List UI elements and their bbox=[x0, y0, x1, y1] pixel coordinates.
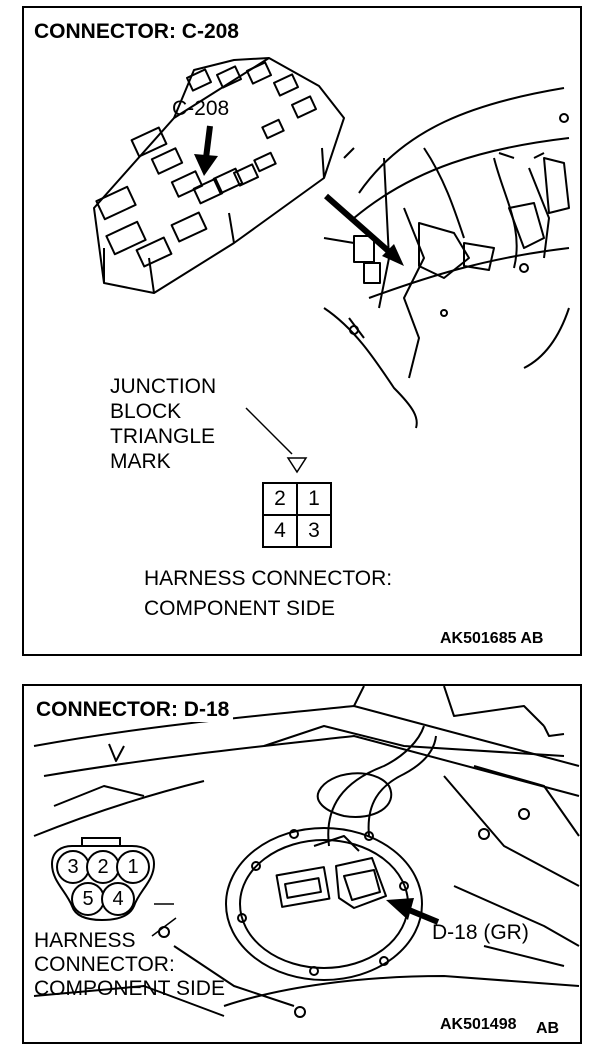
note-line-1: JUNCTION bbox=[110, 375, 217, 398]
diagram-code: AK501685 AB bbox=[440, 630, 544, 647]
junction-block-illustration bbox=[93, 57, 570, 474]
junction-block-body bbox=[93, 57, 345, 294]
terminal-cell: 2 bbox=[262, 482, 298, 516]
pin: 2 bbox=[86, 850, 120, 884]
callout-label: D-18 (GR) bbox=[432, 921, 529, 944]
connector-d18-panel: CONNECTOR: D-18 3 2 1 5 4 HARNESS CONNEC… bbox=[22, 684, 582, 1044]
caption-line-1: HARNESS CONNECTOR: bbox=[144, 567, 393, 590]
pin: 5 bbox=[71, 882, 105, 916]
panel-title: CONNECTOR: D-18 bbox=[32, 698, 234, 722]
pump-flange bbox=[225, 827, 423, 981]
pin: 1 bbox=[116, 850, 150, 884]
caption-line-3: COMPONENT SIDE bbox=[34, 977, 225, 1000]
terminal-cell: 3 bbox=[296, 514, 332, 548]
caption-line-2: CONNECTOR: bbox=[34, 953, 175, 976]
diagram-code-suffix: AB bbox=[536, 1020, 560, 1037]
triangle-mark-icon bbox=[286, 457, 308, 474]
note-line-4: MARK bbox=[110, 450, 171, 473]
pin: 4 bbox=[101, 882, 135, 916]
terminal-cell: 1 bbox=[296, 482, 332, 516]
pin: 3 bbox=[56, 850, 90, 884]
caption-line-1: HARNESS bbox=[34, 929, 136, 952]
diagram-code: AK501498 bbox=[440, 1016, 517, 1033]
note-line-3: TRIANGLE bbox=[110, 425, 216, 448]
callout-label: C-208 bbox=[172, 97, 230, 120]
connector-c208-panel: CONNECTOR: C-208 C-208 JUNCTION BLOCK TR… bbox=[22, 6, 582, 656]
terminal-cell: 4 bbox=[262, 514, 298, 548]
panel-title: CONNECTOR: C-208 bbox=[30, 20, 243, 44]
note-line-2: BLOCK bbox=[110, 400, 182, 423]
caption-line-2: COMPONENT SIDE bbox=[144, 597, 335, 620]
